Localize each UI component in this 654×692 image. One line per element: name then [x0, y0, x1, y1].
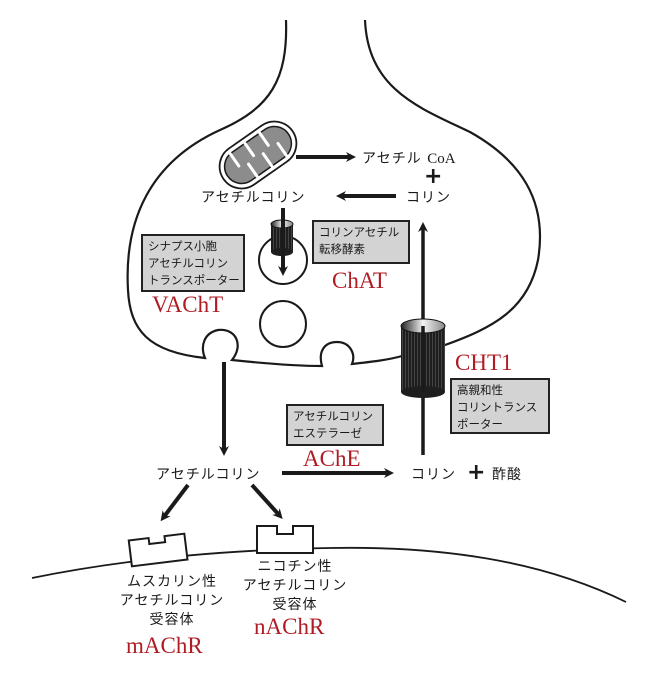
- vacht-line-2: アセチルコリン: [148, 256, 229, 270]
- acetic-acid-label: 酢酸: [492, 467, 522, 483]
- cht1-line-1: 高親和性: [457, 383, 503, 397]
- machr-receptor-icon: [127, 532, 189, 568]
- nachr-line-3: 受容体: [272, 597, 318, 613]
- plus-sign-presynaptic: +: [424, 164, 443, 189]
- acetyl-coa-suffix: CoA: [427, 151, 456, 167]
- vacht-line-1: シナプス小胞: [148, 239, 217, 253]
- choline-label-presynaptic: コリン: [406, 190, 451, 206]
- vacht-description-box: シナプス小胞 アセチルコリン トランスポーター: [141, 234, 245, 292]
- vacht-line-3: トランスポーター: [148, 273, 240, 287]
- chat-line-1: コリンアセチル: [319, 225, 400, 239]
- machr-line-2: アセチルコリン: [119, 593, 225, 609]
- cht1-line-2: コリントランス: [457, 400, 538, 414]
- ache-line-2: エステラーゼ: [293, 426, 362, 440]
- chat-abbrev: ChAT: [332, 268, 387, 293]
- synaptic-vesicle: [259, 300, 307, 348]
- nachr-abbrev: nAChR: [254, 614, 325, 639]
- ache-description-box: アセチルコリン エステラーゼ: [286, 404, 384, 446]
- arrow-ach-to-nachr: [250, 483, 283, 519]
- nachr-receptor-icon: [256, 525, 314, 554]
- acetyl-coa-label: アセチル CoA: [362, 148, 456, 168]
- arrow-ach-to-machr: [160, 483, 190, 522]
- chat-line-2: 転移酵素: [319, 242, 365, 256]
- ache-line-1: アセチルコリン: [293, 409, 374, 423]
- acetylcholine-label-presynaptic: アセチルコリン: [201, 190, 306, 206]
- cht1-description-box: 高親和性 コリントランス ポーター: [450, 378, 550, 434]
- plus-sign-cleft: +: [467, 460, 486, 485]
- mitochondrion-icon: [218, 120, 298, 190]
- presynaptic-membrane: [126, 19, 542, 368]
- nachr-line-1: ニコチン性: [257, 559, 333, 575]
- machr-line-1: ムスカリン性: [127, 574, 217, 590]
- choline-label-cleft: コリン: [411, 467, 456, 483]
- machr-description: ムスカリン性 アセチルコリン 受容体: [112, 573, 232, 630]
- machr-abbrev: mAChR: [126, 633, 203, 658]
- cht1-abbrev: CHT1: [455, 350, 513, 375]
- cht1-transporter-icon: [400, 318, 446, 398]
- acetylcholine-label-cleft: アセチルコリン: [156, 467, 261, 483]
- postsynaptic-membrane: [31, 546, 627, 603]
- ache-abbrev: AChE: [303, 446, 361, 471]
- cht1-line-3: ポーター: [457, 417, 503, 431]
- nachr-line-2: アセチルコリン: [242, 578, 348, 594]
- acetyl-coa-jp: アセチル: [362, 151, 422, 167]
- machr-line-3: 受容体: [149, 612, 195, 628]
- vacht-abbrev: VAChT: [152, 292, 224, 317]
- nachr-description: ニコチン性 アセチルコリン 受容体: [235, 558, 355, 615]
- chat-description-box: コリンアセチル 転移酵素: [312, 220, 410, 264]
